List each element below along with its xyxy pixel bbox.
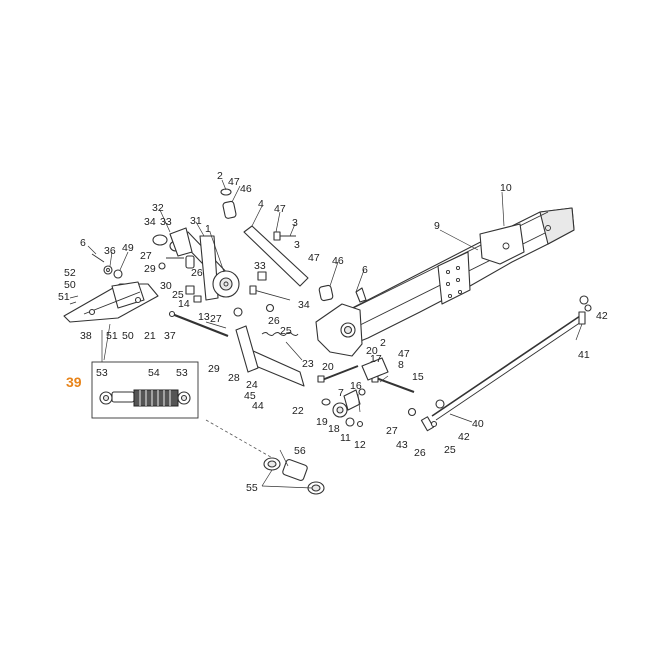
assembly-callout-number: 39 (66, 374, 82, 390)
part-label: 47 (398, 348, 410, 360)
part-label: 42 (596, 310, 608, 322)
pedal-bracket (63, 227, 229, 338)
part-label: 53 (176, 367, 188, 379)
tension-pulley-parts (317, 357, 415, 428)
part-label: 36 (104, 245, 116, 257)
part-label: 46 (240, 183, 252, 195)
part-label: 27 (386, 425, 398, 437)
part-label: 26 (414, 447, 426, 459)
main-frame-beam (315, 207, 575, 357)
part-label: 30 (160, 280, 172, 292)
bushings-set (205, 419, 325, 495)
part-label: 46 (332, 255, 344, 267)
part-label: 1 (205, 223, 211, 235)
part-label: 22 (292, 405, 304, 417)
part-label: 40 (472, 418, 484, 430)
part-label: 24 (246, 379, 258, 391)
part-label: 12 (354, 439, 366, 451)
part-label: 18 (328, 423, 340, 435)
part-label: 38 (80, 330, 92, 342)
part-label: 8 (398, 359, 404, 371)
part-label: 27 (140, 250, 152, 262)
part-label: 6 (80, 237, 86, 249)
leader-lines (87, 179, 583, 489)
part-label: 3 (294, 239, 300, 251)
part-label: 3 (292, 217, 298, 229)
part-label: 11 (340, 432, 351, 444)
part-label: 16 (350, 380, 362, 392)
part-label: 25 (172, 289, 184, 301)
part-label: 26 (191, 267, 203, 279)
part-label: 47 (274, 203, 286, 215)
part-label: 41 (578, 349, 590, 361)
part-label: 7 (338, 387, 344, 399)
part-label: 37 (164, 330, 176, 342)
control-rod (407, 295, 592, 432)
part-label: 29 (144, 263, 156, 275)
part-label: 28 (228, 372, 240, 384)
part-label: 53 (96, 367, 108, 379)
part-label: 49 (122, 242, 134, 254)
part-label: 9 (434, 220, 440, 232)
part-label: 25 (280, 325, 292, 337)
part-label: 4 (258, 198, 264, 210)
part-label: 29 (208, 363, 220, 375)
part-label: 34 (144, 216, 156, 228)
part-label: 32 (152, 202, 164, 214)
part-label: 2 (217, 170, 223, 182)
part-label: 23 (302, 358, 314, 370)
part-label: 43 (396, 439, 408, 451)
part-label: 51 (58, 291, 70, 303)
part-label: 47 (228, 176, 240, 188)
part-label: 55 (246, 482, 258, 494)
part-label: 13 (198, 311, 210, 323)
part-label: 26 (268, 315, 280, 327)
part-label: 19 (316, 416, 328, 428)
part-label: 25 (444, 444, 456, 456)
lift-arm-linkage (175, 188, 334, 387)
part-label: 50 (64, 279, 76, 291)
part-label: 45 (244, 390, 256, 402)
part-label: 54 (148, 367, 160, 379)
part-label: 2 (380, 337, 386, 349)
part-label: 33 (160, 216, 172, 228)
part-label: 17 (370, 353, 382, 365)
part-label: 44 (252, 400, 264, 412)
part-label: 33 (254, 260, 266, 272)
part-label: 50 (122, 330, 134, 342)
part-label: 20 (322, 361, 334, 373)
part-label: 6 (362, 264, 368, 276)
part-label: 52 (64, 267, 76, 279)
part-label: 27 (210, 313, 222, 325)
part-label: 42 (458, 431, 470, 443)
part-label: 20 (366, 345, 378, 357)
part-label: 51 (106, 330, 118, 342)
part-label: 31 (190, 215, 202, 227)
part-label: 21 (144, 330, 156, 342)
part-label: 56 (294, 445, 306, 457)
part-label: 15 (412, 371, 424, 383)
part-label: 47 (308, 252, 320, 264)
part-labels: 2 47 46 4 47 3 3 47 10 9 32 34 33 31 1 6… (58, 170, 608, 494)
damper-inset (91, 330, 199, 419)
part-label: 34 (298, 299, 310, 311)
part-label: 10 (500, 182, 512, 194)
part-label: 14 (178, 298, 190, 310)
